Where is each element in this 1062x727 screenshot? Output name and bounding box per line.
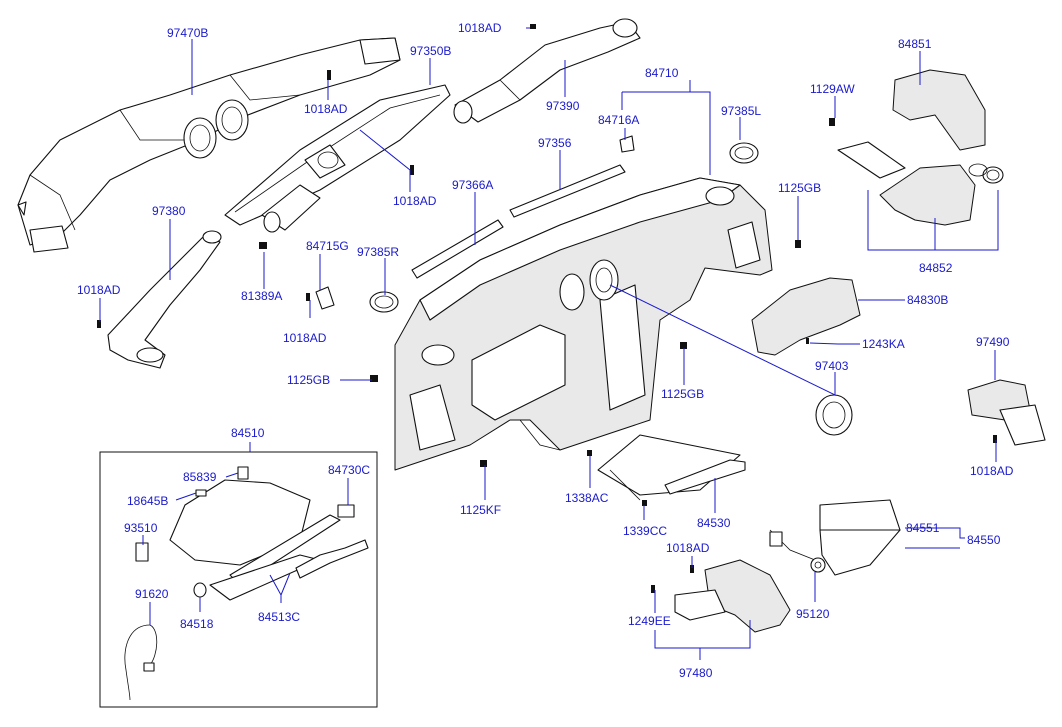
label-84551: 84551 <box>906 521 940 535</box>
label-84715g: 84715G <box>306 239 349 253</box>
label-1018ad-f: 1018AD <box>970 464 1014 478</box>
module-84550-drawing <box>769 499 901 576</box>
label-97350b: 97350B <box>410 44 451 58</box>
label-97403: 97403 <box>815 359 849 373</box>
fasteners-drawing <box>97 24 997 593</box>
label-84716a: 84716A <box>598 113 639 127</box>
part-labels: 97470B 1018AD 97350B 1018AD 97390 1018AD… <box>77 21 1014 680</box>
label-1018ad-e: 1018AD <box>77 283 121 297</box>
strip-97356-drawing <box>509 164 626 218</box>
label-95120: 95120 <box>796 607 830 621</box>
label-84518: 84518 <box>180 617 214 631</box>
vent-97480-drawing <box>674 559 791 633</box>
label-97390: 97390 <box>546 99 580 113</box>
label-85839: 85839 <box>183 470 217 484</box>
label-84710: 84710 <box>645 66 679 80</box>
label-1018ad-a: 1018AD <box>458 21 502 35</box>
clip-84716a-drawing <box>619 135 635 153</box>
label-93510: 93510 <box>124 521 158 535</box>
label-81389a: 81389A <box>241 289 282 303</box>
duct-97470b-drawing <box>17 37 401 253</box>
label-1125gb-a: 1125GB <box>778 181 821 195</box>
vent-97385l-drawing <box>729 142 759 164</box>
label-97385r: 97385R <box>357 245 399 259</box>
clip-84715g-drawing <box>315 286 335 310</box>
label-1018ad-b: 1018AD <box>304 102 348 116</box>
vent-97403-drawing <box>815 394 853 436</box>
label-18645b: 18645B <box>127 494 168 508</box>
label-97366a: 97366A <box>452 178 493 192</box>
label-1125gb-b: 1125GB <box>287 373 330 387</box>
sensor-95120-drawing <box>810 557 826 573</box>
vent-97490-drawing <box>967 379 1046 446</box>
label-84852: 84852 <box>919 261 953 275</box>
label-97380: 97380 <box>152 204 186 218</box>
label-1125kf: 1125KF <box>460 503 501 517</box>
label-97490: 97490 <box>976 335 1010 349</box>
label-84830b: 84830B <box>907 293 948 307</box>
vent-97385r-drawing <box>369 291 399 313</box>
label-84851: 84851 <box>898 37 932 51</box>
label-97356: 97356 <box>538 136 572 150</box>
label-97385l: 97385L <box>721 104 761 118</box>
label-97470b: 97470B <box>167 26 208 40</box>
label-1018ad-g: 1018AD <box>666 541 710 555</box>
duct-97390-drawing <box>453 18 641 124</box>
label-97480: 97480 <box>679 666 713 680</box>
label-84530: 84530 <box>697 516 731 530</box>
label-84510: 84510 <box>231 426 265 440</box>
label-1338ac: 1338AC <box>565 491 609 505</box>
shroud-84852-drawing <box>837 141 1004 226</box>
label-1018ad-c: 1018AD <box>393 194 437 208</box>
duct-bracket-97350b-drawing <box>224 84 451 233</box>
crash-pad-84710-drawing <box>394 177 773 471</box>
panel-84530-drawing <box>597 434 746 501</box>
strip-97366a-drawing <box>411 219 504 279</box>
label-1125gb-c: 1125GB <box>661 387 704 401</box>
fascia-84830b-drawing <box>751 277 861 356</box>
label-84730c: 84730C <box>328 463 370 477</box>
label-1018ad-d: 1018AD <box>283 331 327 345</box>
label-1339cc: 1339CC <box>623 524 667 538</box>
duct-97380-drawing <box>107 230 222 369</box>
label-1129aw: 1129AW <box>810 82 855 96</box>
label-1249ee: 1249EE <box>628 614 671 628</box>
shroud-84851-drawing <box>892 69 986 151</box>
leader-lines <box>99 27 999 660</box>
label-84550: 84550 <box>967 533 1001 547</box>
label-84513c: 84513C <box>258 610 300 624</box>
label-1243ka: 1243KA <box>862 337 905 351</box>
label-91620: 91620 <box>135 587 169 601</box>
glovebox-84510-drawing <box>99 451 378 708</box>
